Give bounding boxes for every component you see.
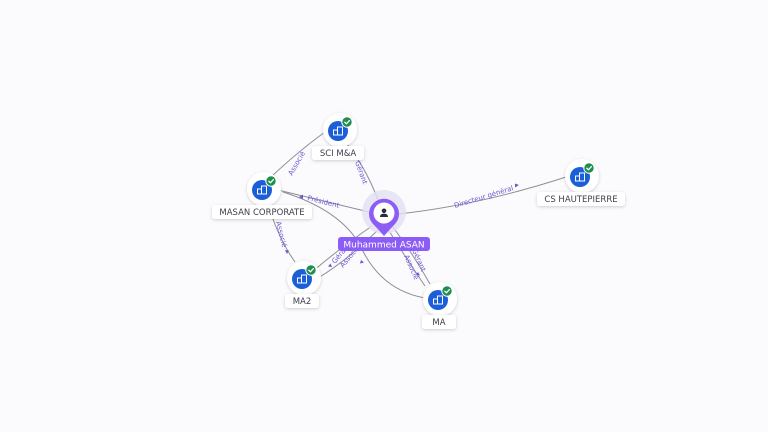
node-ma-label: MA xyxy=(432,318,445,328)
building-icon xyxy=(433,295,443,305)
edge-arrow-associe-ma2 xyxy=(285,250,289,254)
edge-ma2-person-b[interactable] xyxy=(317,229,379,279)
node-ma-label-bg xyxy=(422,315,456,329)
node-sci[interactable]: SCI M&A xyxy=(312,113,364,160)
node-sci-label-bg xyxy=(312,146,364,160)
building-icon xyxy=(575,172,585,182)
edge-arrow-president xyxy=(299,194,303,200)
node-masan[interactable]: MASAN CORPORATE xyxy=(212,172,312,219)
node-masan-label: MASAN CORPORATE xyxy=(219,208,304,218)
edge-arrow-directeur xyxy=(515,183,519,188)
node-person-label-bg xyxy=(338,237,430,251)
building-icon xyxy=(297,274,307,284)
edge-arrow-ma2-person xyxy=(328,263,332,267)
edge-label-associe-ma2: Associé xyxy=(274,221,288,249)
verified-check-icon xyxy=(583,162,595,174)
verified-check-icon xyxy=(341,116,353,128)
edge-label-gerant-sci: Gérant xyxy=(353,160,369,186)
node-ma2-label-bg xyxy=(285,294,319,308)
edge-person-cs[interactable] xyxy=(397,176,567,215)
edge-arrow-ma xyxy=(416,272,420,276)
edge-person-ma-b[interactable] xyxy=(391,225,431,285)
verified-check-icon xyxy=(441,285,453,297)
edge-masan-sci[interactable] xyxy=(271,131,326,177)
person-icon xyxy=(380,208,388,217)
node-ma[interactable]: MA xyxy=(422,282,457,329)
node-ma2-label: MA2 xyxy=(293,297,312,307)
node-cs-label-bg xyxy=(537,192,625,206)
verified-check-icon xyxy=(265,175,277,187)
edge-arrow-ma2 xyxy=(360,260,364,264)
node-person-label: Muhammed ASAN xyxy=(343,241,424,251)
edge-label-associe-sci: Associé xyxy=(287,150,307,177)
node-sci-label: SCI M&A xyxy=(320,149,357,159)
node-cs[interactable]: CS HAUTEPIERRE xyxy=(537,159,625,206)
verified-check-icon xyxy=(305,264,317,276)
node-masan-label-bg xyxy=(212,205,312,219)
node-cs-label: CS HAUTEPIERRE xyxy=(544,195,617,205)
node-ma2[interactable]: MA2 xyxy=(285,261,321,308)
edge-label-directeur: Directeur général xyxy=(453,184,514,210)
building-icon xyxy=(333,126,343,136)
edge-person-masan[interactable] xyxy=(277,189,370,213)
building-icon xyxy=(257,185,267,195)
node-person[interactable]: Muhammed ASAN xyxy=(338,190,430,251)
